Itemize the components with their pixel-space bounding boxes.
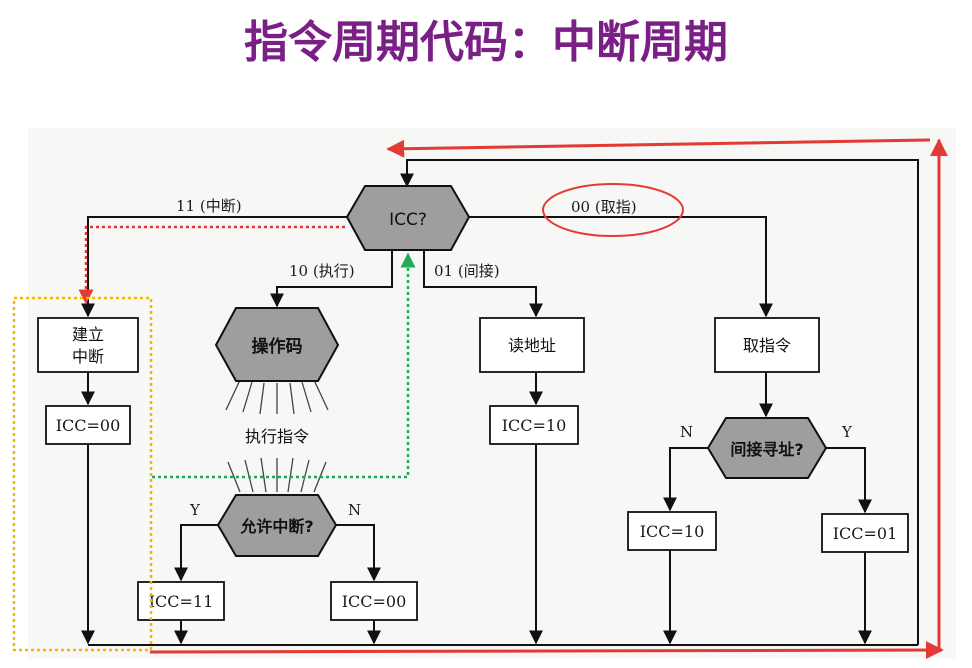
box-fetch-instruction	[714, 317, 820, 373]
flow-line-00	[469, 216, 773, 318]
box-establish-interrupt-line1: 建立	[72, 325, 104, 344]
box-icc10-mid-label: ICC=10	[502, 416, 567, 435]
green-dotted-path	[152, 252, 416, 479]
flow-line-allow-n	[336, 524, 381, 582]
box-icc11	[137, 581, 225, 621]
branch-label-01: 01 (间接)	[434, 262, 500, 280]
flow-line-10	[270, 250, 393, 308]
box-read-address-label: 读地址	[508, 336, 556, 355]
box-establish-interrupt	[37, 317, 139, 373]
branch-label-10: 10 (执行)	[289, 262, 355, 280]
box-establish-interrupt-line2: 中断	[72, 347, 104, 366]
red-highlight-top-arrow	[386, 138, 931, 158]
flow-line-indirect-n	[663, 447, 708, 512]
box-icc00-bottom	[330, 581, 418, 621]
decision-icc-label: ICC?	[389, 210, 427, 230]
loop-return-line	[400, 159, 919, 645]
box-icc00-left-label: ICC=00	[56, 416, 121, 435]
box-icc01-label: ICC=01	[833, 524, 898, 543]
text-execute: 执行指令	[245, 427, 309, 446]
label-yes-right: Y	[841, 423, 853, 441]
decision-allow-interrupt	[216, 494, 338, 557]
box-icc10-right	[627, 511, 717, 551]
box-icc11-label: ICC=11	[149, 592, 214, 611]
box-icc00-left	[45, 405, 131, 445]
label-no-right: N	[680, 423, 693, 441]
diagram-background	[28, 128, 956, 658]
red-dotted-path	[78, 225, 345, 305]
box-read-address	[479, 317, 585, 373]
decision-allow-interrupt-label: 允许中断?	[239, 517, 313, 536]
label-yes-left: Y	[189, 501, 201, 519]
page-title: 指令周期代码：中断周期	[244, 17, 728, 68]
box-icc10-mid	[489, 405, 579, 445]
decision-opcode-label: 操作码	[252, 336, 303, 357]
flow-line-allow-y	[174, 524, 218, 582]
decision-opcode	[214, 307, 340, 382]
flow-line-11	[81, 216, 347, 318]
box-icc01	[821, 513, 909, 553]
flow-line-01	[423, 250, 543, 318]
box-fetch-instruction-label: 取指令	[743, 336, 791, 355]
branch-label-00: 00 (取指)	[571, 198, 637, 216]
box-icc10-right-label: ICC=10	[640, 522, 705, 541]
flow-line-indirect-y	[826, 447, 872, 514]
red-highlight-ellipse	[542, 183, 684, 237]
decision-indirect	[706, 417, 828, 479]
orange-highlight-rect	[12, 296, 153, 652]
label-no-left: N	[348, 501, 361, 519]
decision-icc	[345, 185, 471, 251]
red-highlight-bottom-arrow	[149, 641, 944, 660]
box-icc00-bottom-label: ICC=00	[342, 592, 407, 611]
decision-indirect-label: 间接寻址?	[730, 440, 803, 459]
branch-label-11: 11 (中断)	[176, 197, 242, 215]
